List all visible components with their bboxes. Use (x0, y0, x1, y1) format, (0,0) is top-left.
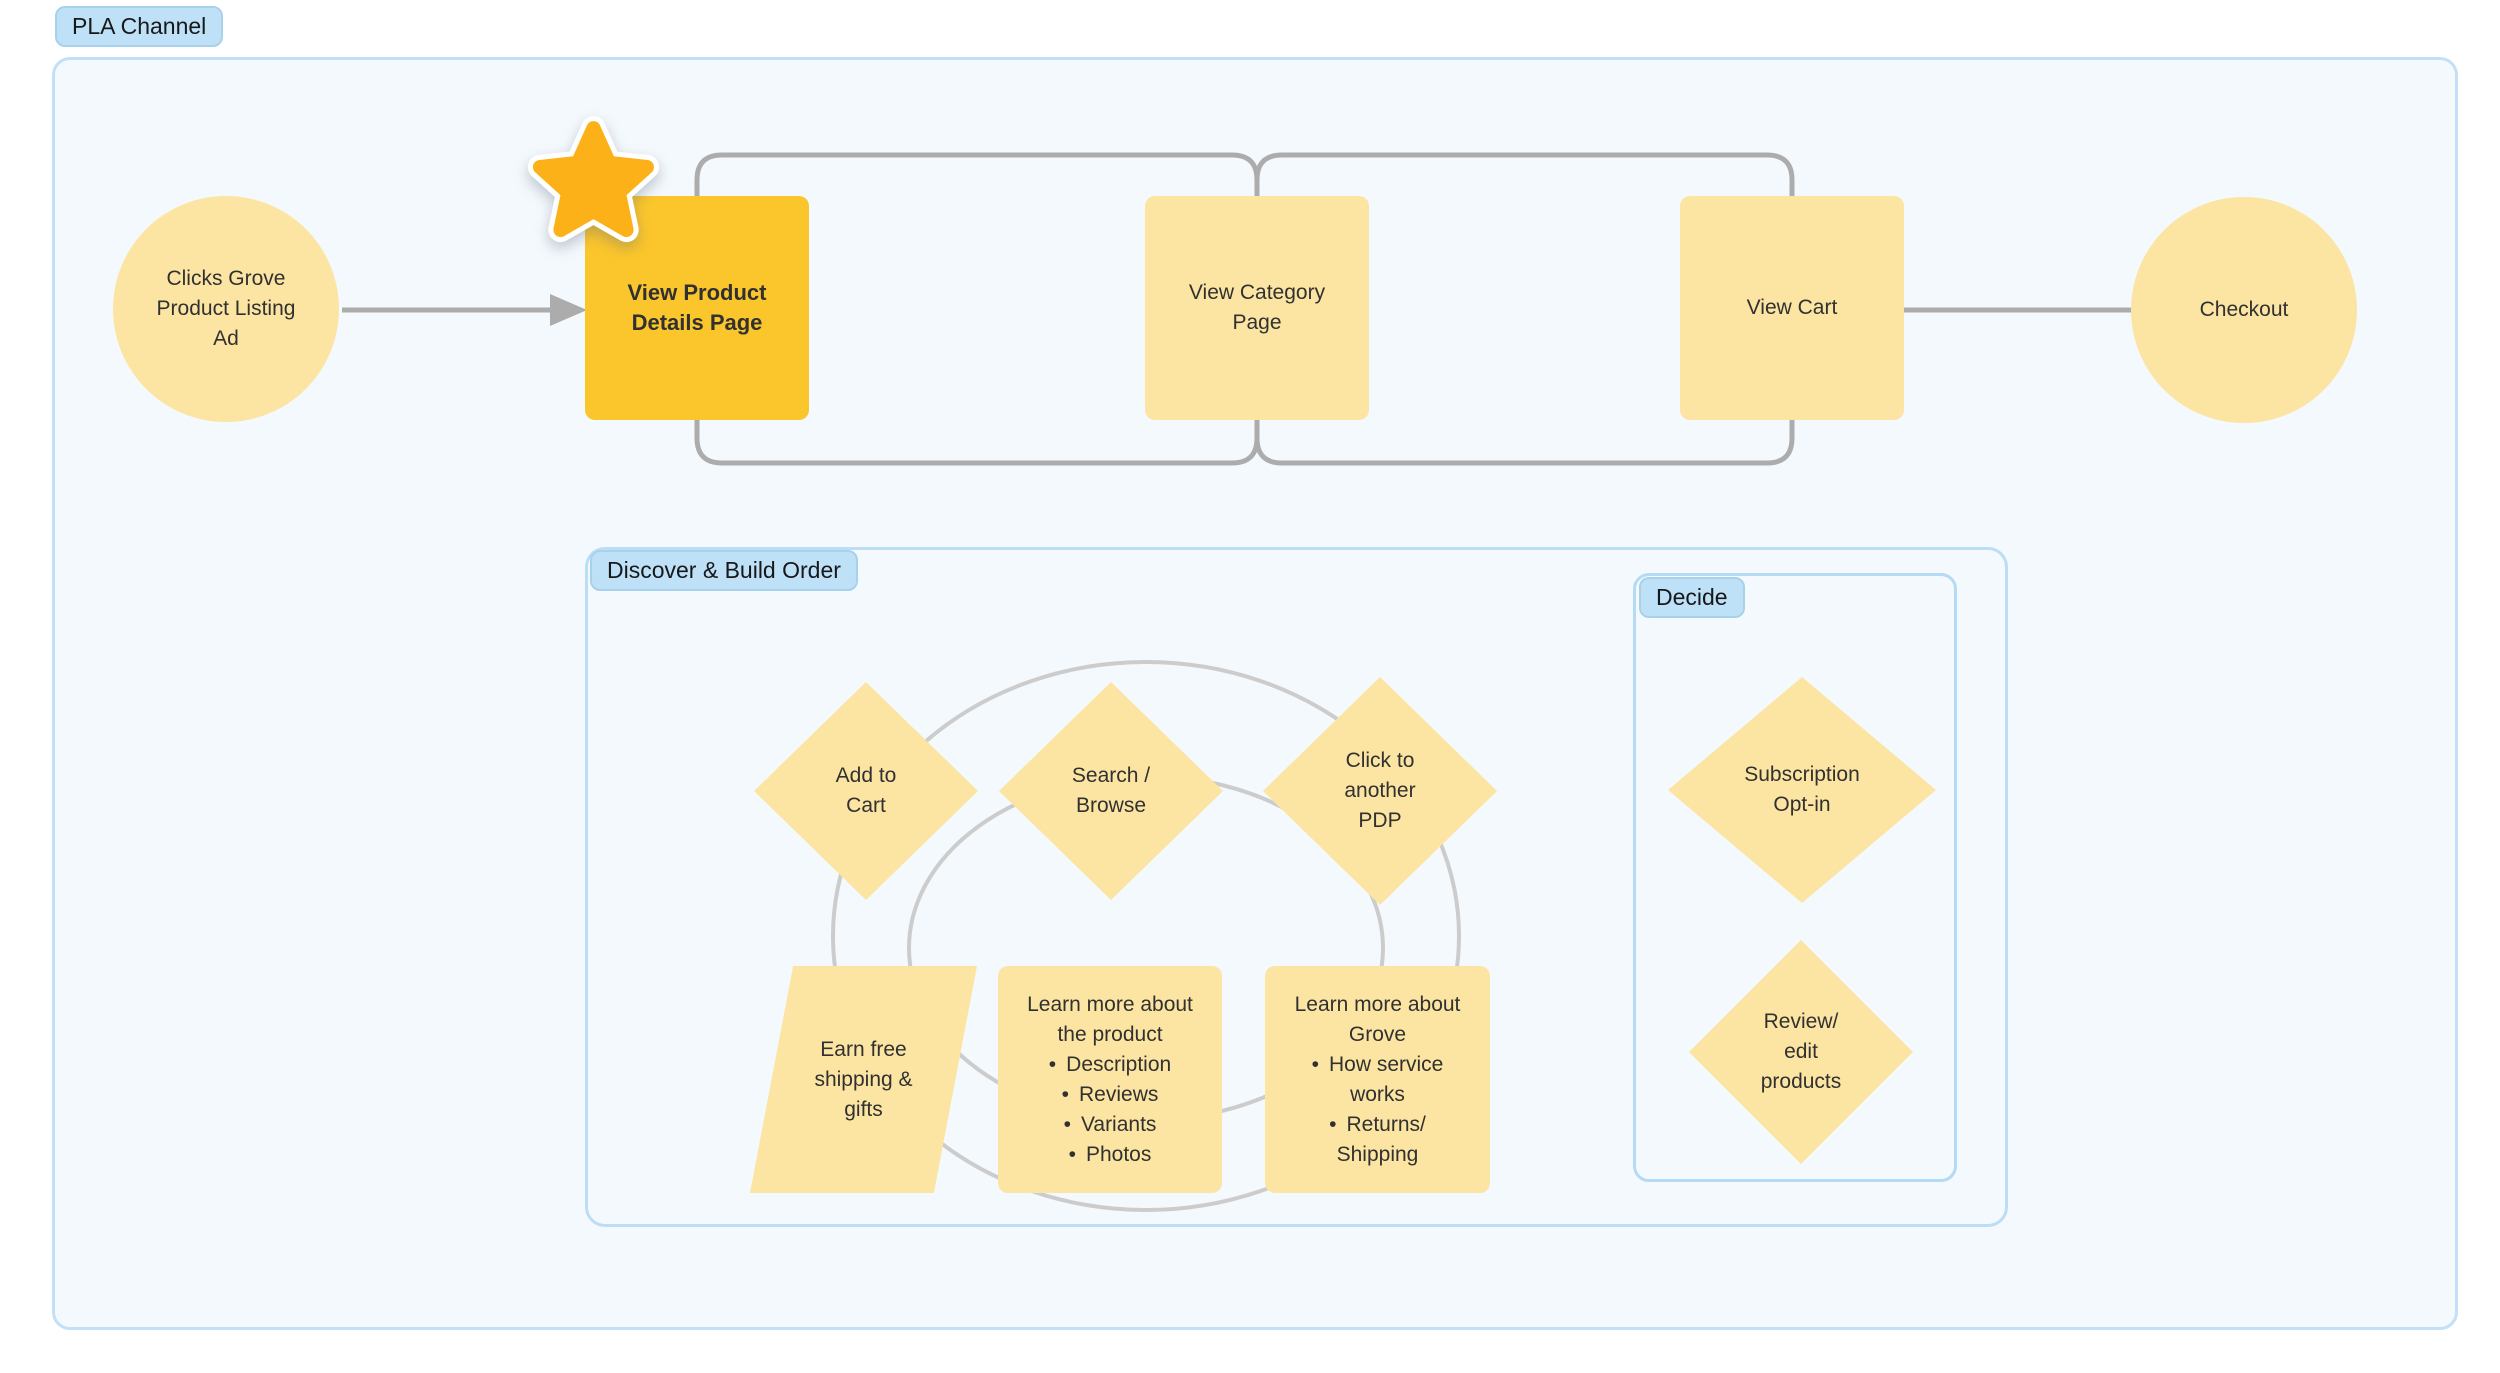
node-clicks-grove-product-listing-ad[interactable]: Clicks Grove Product Listing Ad (113, 196, 339, 422)
node-label: Clicks Grove Product Listing Ad (156, 267, 296, 350)
connector-top-pdp-category (694, 152, 1260, 196)
connector-bottom-pdp-category (694, 420, 1260, 466)
loop-ellipse-outer (831, 660, 1461, 1212)
bullet-item: Returns/ Shipping (1329, 1110, 1426, 1170)
node-label: Click to another PDP (1344, 749, 1416, 832)
node-label: Review/ edit products (1760, 1010, 1842, 1093)
bullet-item: Reviews (1062, 1080, 1158, 1110)
node-label: View Cart (1746, 296, 1838, 319)
node-label: Add to Cart (835, 764, 897, 817)
pla-channel-label[interactable]: PLA Channel (55, 6, 224, 47)
node-label: Subscription Opt-in (1744, 763, 1860, 816)
decide-label[interactable]: Decide (1639, 577, 1745, 618)
node-learn-more-about-grove[interactable]: Learn more about Grove How service works… (1265, 966, 1490, 1193)
node-label: Search / Browse (1071, 764, 1151, 817)
discover-build-order-frame[interactable] (585, 547, 2008, 1227)
node-checkout[interactable]: Checkout (2131, 197, 2357, 423)
star-icon[interactable] (520, 113, 668, 261)
node-title: Learn more about the product (1027, 992, 1193, 1046)
bullet-item: Variants (1064, 1110, 1156, 1140)
discover-build-order-label[interactable]: Discover & Build Order (590, 550, 858, 591)
node-label: Earn free shipping & gifts (814, 1037, 913, 1121)
arrow-right-icon (342, 294, 587, 326)
node-view-cart[interactable]: View Cart (1680, 196, 1904, 420)
bullet-item: Description (1049, 1050, 1171, 1080)
node-label: View Product Details Page (627, 280, 767, 335)
bullet-item: Photos (1069, 1140, 1151, 1170)
node-view-category-page[interactable]: View Category Page (1145, 196, 1369, 420)
decide-frame[interactable] (1633, 573, 1957, 1182)
connector-bottom-category-cart (1254, 420, 1795, 466)
node-learn-more-about-product[interactable]: Learn more about the product Description… (998, 966, 1222, 1193)
node-title: Learn more about Grove (1294, 992, 1461, 1046)
node-label: View Category Page (1188, 281, 1326, 334)
node-earn-free-shipping-gifts[interactable]: Earn free shipping & gifts (750, 966, 977, 1193)
connector-top-category-cart (1254, 152, 1795, 196)
bullet-item: How service works (1312, 1050, 1443, 1110)
node-label: Checkout (2199, 298, 2289, 321)
